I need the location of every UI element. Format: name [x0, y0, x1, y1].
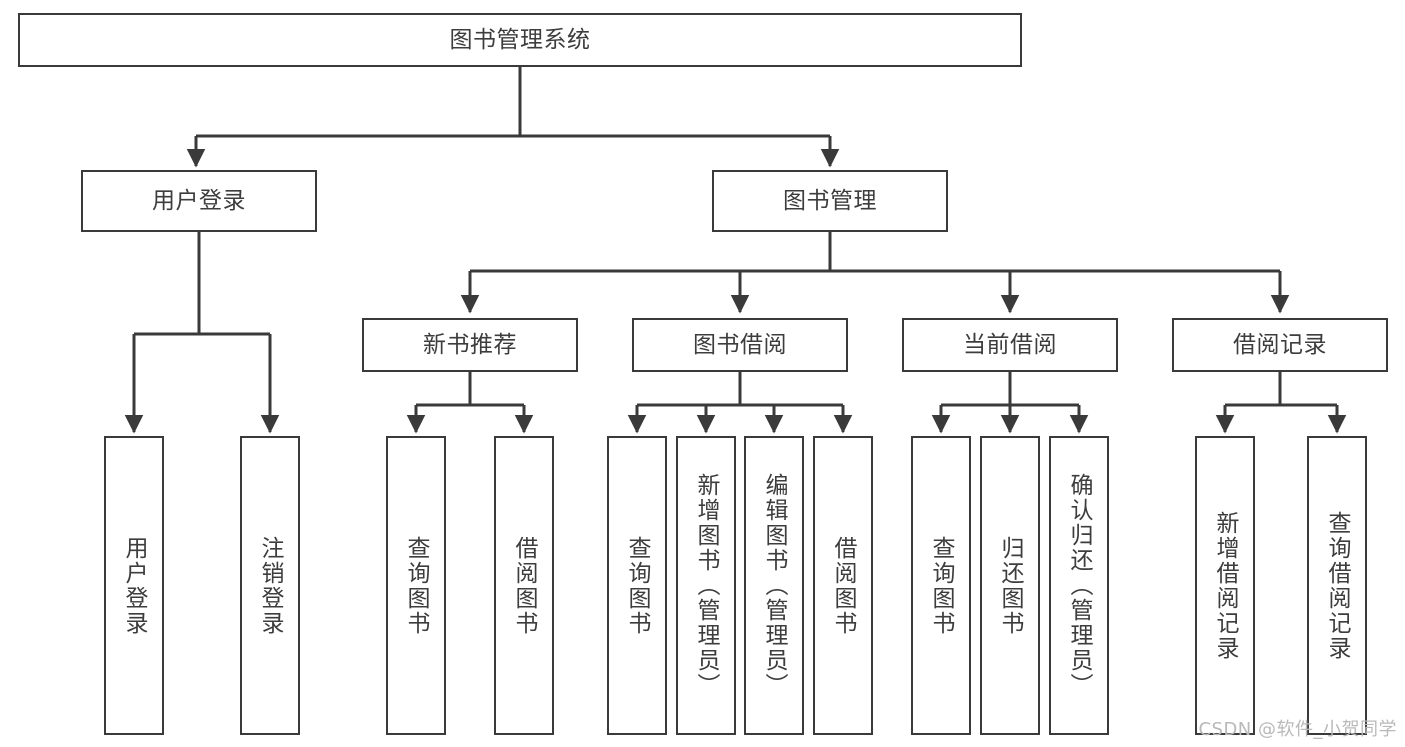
node-leaf-user-login-label: 用户登录 [121, 535, 148, 636]
node-leaf-add-record[interactable]: 新增借阅记录 [1195, 436, 1255, 735]
node-leaf-user-login[interactable]: 用户登录 [104, 436, 164, 735]
node-root-system-label: 图书管理系统 [449, 26, 591, 53]
node-leaf-add-book-label: 新增图书（管理员） [693, 473, 720, 698]
node-book-manage[interactable]: 图书管理 [712, 170, 948, 232]
node-leaf-borrow-book-2[interactable]: 借阅图书 [813, 436, 873, 735]
node-leaf-edit-book[interactable]: 编辑图书（管理员） [744, 436, 804, 735]
node-leaf-borrow-book-2-label: 借阅图书 [830, 535, 857, 636]
node-borrow-record[interactable]: 借阅记录 [1172, 318, 1388, 372]
node-leaf-add-record-label: 新增借阅记录 [1212, 510, 1239, 661]
node-current-borrow-label: 当前借阅 [963, 331, 1057, 358]
node-leaf-user-logout[interactable]: 注销登录 [240, 436, 300, 735]
node-borrow-record-label: 借阅记录 [1233, 331, 1327, 358]
node-leaf-query-record[interactable]: 查询借阅记录 [1307, 436, 1367, 735]
node-leaf-confirm-return[interactable]: 确认归还（管理员） [1049, 436, 1109, 735]
node-book-borrow[interactable]: 图书借阅 [632, 318, 848, 372]
csdn-watermark: CSDN @软件_小贺同学 [1198, 719, 1397, 740]
node-leaf-borrow-book-1[interactable]: 借阅图书 [494, 436, 554, 735]
node-leaf-query-book-2-label: 查询图书 [624, 535, 651, 636]
node-leaf-add-book[interactable]: 新增图书（管理员） [676, 436, 736, 735]
node-new-book-rec[interactable]: 新书推荐 [362, 318, 578, 372]
node-leaf-return-book[interactable]: 归还图书 [980, 436, 1040, 735]
node-book-manage-label: 图书管理 [783, 187, 877, 214]
node-leaf-query-book-2[interactable]: 查询图书 [607, 436, 667, 735]
node-leaf-borrow-book-1-label: 借阅图书 [511, 535, 538, 636]
node-leaf-return-book-label: 归还图书 [997, 535, 1024, 636]
node-leaf-confirm-return-label: 确认归还（管理员） [1066, 473, 1093, 698]
node-user-login-label: 用户登录 [152, 187, 246, 214]
node-leaf-edit-book-label: 编辑图书（管理员） [761, 473, 788, 698]
node-user-login[interactable]: 用户登录 [81, 170, 317, 232]
node-leaf-query-record-label: 查询借阅记录 [1324, 510, 1351, 661]
node-root-system[interactable]: 图书管理系统 [18, 13, 1022, 67]
node-current-borrow[interactable]: 当前借阅 [902, 318, 1118, 372]
node-leaf-query-book-3[interactable]: 查询图书 [911, 436, 971, 735]
node-leaf-query-book-1[interactable]: 查询图书 [386, 436, 446, 735]
node-leaf-query-book-3-label: 查询图书 [928, 535, 955, 636]
node-book-borrow-label: 图书借阅 [693, 331, 787, 358]
node-leaf-user-logout-label: 注销登录 [257, 535, 284, 636]
node-leaf-query-book-1-label: 查询图书 [403, 535, 430, 636]
node-new-book-rec-label: 新书推荐 [423, 331, 517, 358]
